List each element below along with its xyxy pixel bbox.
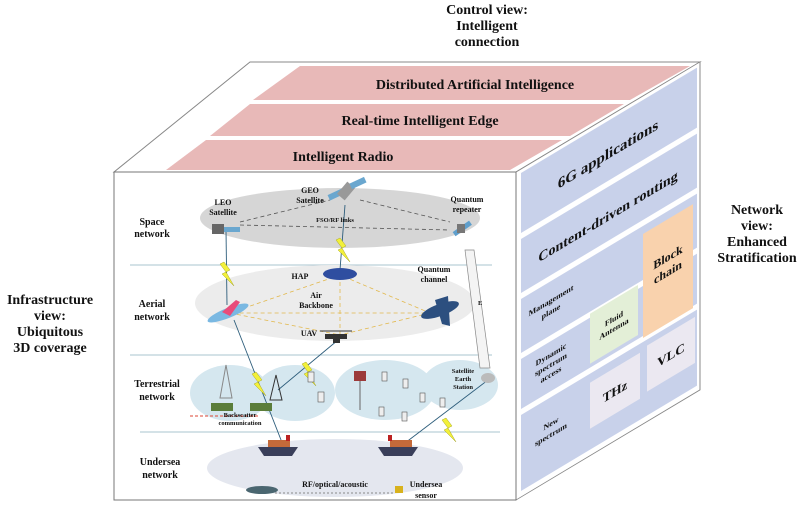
aerial-network-region <box>195 265 475 341</box>
earth-station-label: Station <box>453 384 473 391</box>
quantum-repeater-label: Quantum <box>451 195 484 204</box>
caption-line: Control view: <box>446 3 528 18</box>
backscatter-device-icon <box>250 403 272 411</box>
leo-satellite-icon <box>212 224 240 234</box>
control-view-caption: Control view: Intelligent connection <box>446 3 528 50</box>
user-device-icons <box>307 371 446 422</box>
wireless-link-bolts <box>219 237 457 443</box>
quantum-channel-label: Quantum <box>418 265 451 274</box>
earth-station-label: Satellite <box>452 368 474 375</box>
top-layer-label: Real-time Intelligent Edge <box>341 114 498 129</box>
quantum-channel-mark: E <box>478 300 482 307</box>
leo-label: LEO <box>215 198 232 207</box>
undersea-sensor-icon <box>395 486 403 493</box>
hap-label: HAP <box>292 272 309 281</box>
band-routing <box>521 133 697 294</box>
caption-line: Intelligent <box>456 19 518 34</box>
caption-line: view: <box>34 309 66 324</box>
layer-label: Undersea <box>140 457 181 468</box>
bolt-icon <box>335 237 351 263</box>
ship-icon <box>378 435 418 456</box>
airplane-icon <box>207 300 249 323</box>
layer-label: network <box>134 312 170 323</box>
base-station-icon <box>354 371 366 410</box>
aircraft-icon <box>421 296 459 326</box>
right-face: 6G applications Content-driven routing M… <box>515 61 701 501</box>
quantum-repeater-label: repeater <box>453 205 482 214</box>
node-labels: LEO Satellite GEO Satellite FSO/RF links… <box>209 186 484 500</box>
infrastructure-view-caption: Infrastructure view: Ubiquitous 3D cover… <box>7 293 93 356</box>
hap-airship-icon <box>323 268 357 280</box>
space-links <box>239 199 451 231</box>
cell-tower-icon <box>219 364 233 399</box>
quantum-channel-pipe <box>464 249 491 369</box>
bolt-icon <box>219 261 235 287</box>
earth-station-label: Earth <box>455 376 472 383</box>
top-layer-intelligent-edge <box>210 104 624 136</box>
uav-drone-icon <box>320 330 352 343</box>
top-face: Distributed Artificial Intelligence Real… <box>112 61 702 173</box>
undersea-sensor-label: Undersea <box>410 480 442 489</box>
geo-satellite-icon <box>327 176 367 201</box>
fso-rf-links-label: FSO/RF links <box>316 217 354 224</box>
caption-line: Ubiquitous <box>17 325 84 340</box>
top-layer-intelligent-radio <box>166 140 562 170</box>
satellite-dish-icon <box>481 373 495 383</box>
quantum-channel-label: channel <box>421 275 448 284</box>
network-view-caption: Network view: Enhanced Stratification <box>717 203 797 266</box>
caption-line: Network <box>731 203 783 218</box>
bolt-icon <box>251 371 267 397</box>
leo-label: Satellite <box>209 208 237 217</box>
air-backbone-label: Air <box>310 291 322 300</box>
caption-line: 3D coverage <box>13 341 86 356</box>
air-backbone-label: Backbone <box>299 301 333 310</box>
thz-box <box>590 352 640 429</box>
backscatter-device-icon <box>211 403 233 411</box>
vlc-box <box>647 316 695 392</box>
submarine-icon <box>246 486 278 494</box>
cell-tower-icon <box>269 374 283 401</box>
top-layer-label: Distributed Artificial Intelligence <box>376 78 574 93</box>
caption-line: Infrastructure <box>7 293 93 308</box>
quantum-repeater-icon <box>452 220 472 237</box>
ship-icon <box>258 435 298 456</box>
backscatter-label: communication <box>219 420 262 427</box>
geo-label: Satellite <box>296 196 324 205</box>
caption-line: view: <box>741 219 773 234</box>
layer-label: Aerial <box>139 299 166 310</box>
rf-optical-acoustic-label: RF/optical/acoustic <box>302 480 368 489</box>
layer-label: Space <box>140 217 166 228</box>
space-network-region <box>200 188 480 248</box>
geo-label: GEO <box>301 186 319 195</box>
fluid-antenna-box <box>590 284 638 364</box>
top-layer-distributed-ai <box>253 66 690 100</box>
caption-line: Enhanced <box>727 235 787 250</box>
layer-label: Terrestrial <box>134 379 180 390</box>
layer-label: network <box>134 229 170 240</box>
caption-line: Stratification <box>717 251 797 266</box>
backscatter-label: Backscatter <box>224 412 257 419</box>
band-applications <box>521 67 697 234</box>
front-face: E Space network Aerial network <box>113 171 517 501</box>
layer-label: network <box>142 470 178 481</box>
blockchain-box <box>643 204 693 338</box>
uav-label: UAV <box>301 329 318 338</box>
layer-label: network <box>139 392 175 403</box>
caption-line: connection <box>455 35 520 50</box>
terrestrial-cell <box>422 360 498 410</box>
undersea-sensor-label: sensor <box>415 491 437 500</box>
terrestrial-cell <box>335 360 435 420</box>
bolt-icon <box>441 417 457 443</box>
layer-labels: Space network Aerial network Terrestrial… <box>134 217 180 481</box>
top-layer-label: Intelligent Radio <box>293 150 394 165</box>
